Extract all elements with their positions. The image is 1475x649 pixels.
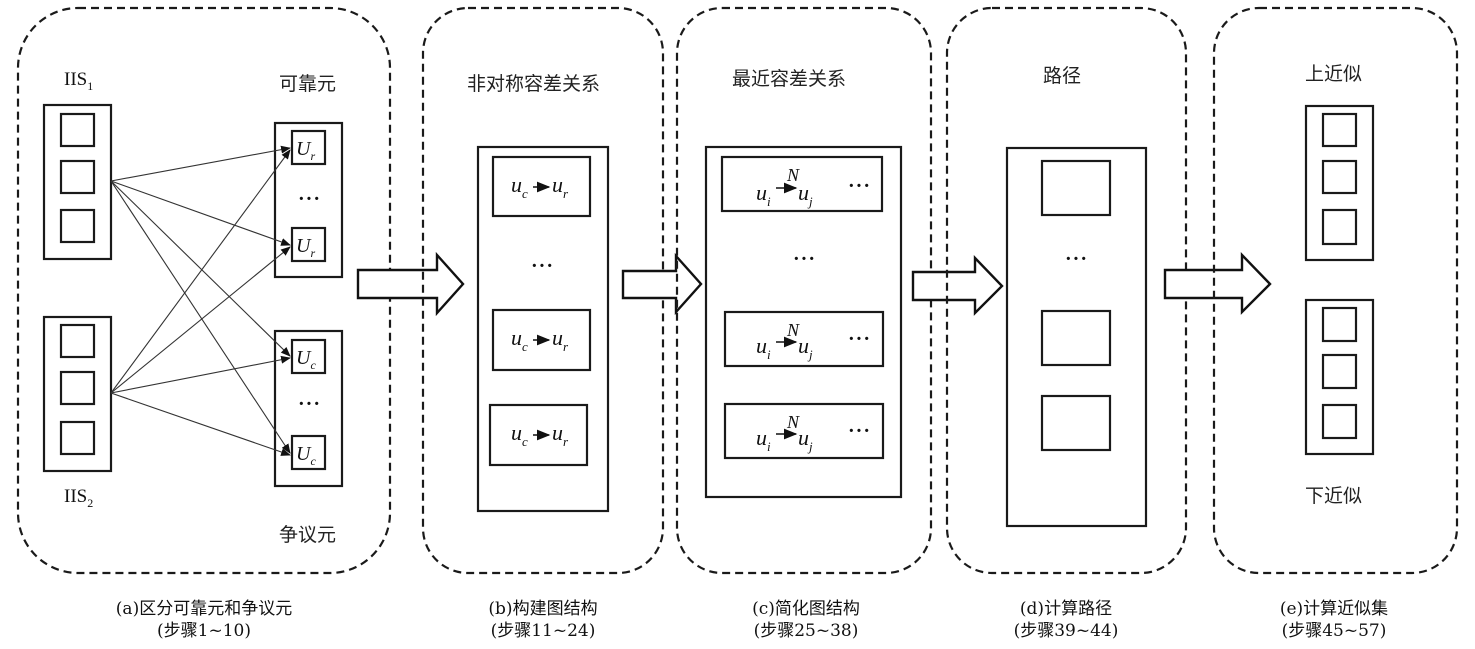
ellipsis: ··· <box>1065 248 1088 270</box>
object-square <box>1321 306 1358 343</box>
iis2-label: IIS2 <box>64 486 93 510</box>
edge-arrow <box>110 180 291 357</box>
object-square <box>1321 353 1358 390</box>
caption-b-steps: (步骤11~24) <box>491 621 596 641</box>
caption-c: (c)简化图结构 <box>752 599 860 619</box>
svg-text:···: ··· <box>848 175 871 197</box>
caption-e-steps: (步骤45~57) <box>1282 621 1387 641</box>
relation-box: uc ur <box>491 155 592 218</box>
panel-title: 非对称容差关系 <box>467 73 600 95</box>
svg-text:ui: ui <box>756 425 771 454</box>
object-square <box>1321 208 1358 246</box>
panel-title: 最近容差关系 <box>732 68 846 90</box>
svg-text:uj: uj <box>798 333 813 362</box>
path-node <box>1040 159 1112 217</box>
uc-label: Uc <box>296 347 316 372</box>
svg-text:N: N <box>786 412 800 432</box>
panel-title: 路径 <box>1043 65 1081 87</box>
object-square <box>1321 403 1358 440</box>
svg-text:ur: ur <box>552 420 569 449</box>
flow-arrow <box>356 251 465 317</box>
edge-arrow <box>110 180 291 454</box>
svg-text:uc: uc <box>511 420 528 449</box>
panel-a: IIS1 IIS2 可靠元 争议元 Ur ··· Ur <box>16 6 392 575</box>
relation-box: uc ur <box>488 403 589 467</box>
iis1-object <box>59 159 96 195</box>
svg-text:N: N <box>786 165 800 185</box>
caption-d-steps: (步骤39~44) <box>1014 621 1119 641</box>
svg-text:uc: uc <box>511 325 528 354</box>
nearest-relation-box: N ui uj ··· <box>720 155 884 213</box>
reliable-element-label: 可靠元 <box>279 73 336 95</box>
ellipsis: ··· <box>793 248 816 270</box>
reliable-box: Ur ··· Ur <box>273 121 344 279</box>
caption-a-steps: (步骤1~10) <box>157 621 251 641</box>
svg-text:ui: ui <box>756 180 771 209</box>
ur-node <box>290 226 327 263</box>
panel-d: 路径 ··· <box>945 6 1188 575</box>
edge-arrow <box>110 392 291 456</box>
edge-arrow <box>110 180 291 246</box>
caption-b: (b)构建图结构 <box>488 599 597 619</box>
controversial-element-label: 争议元 <box>279 524 336 546</box>
captions: (a)区分可靠元和争议元 (步骤1~10) (b)构建图结构 (步骤11~24)… <box>116 599 1388 641</box>
svg-text:ur: ur <box>552 172 569 201</box>
iis1-object <box>59 112 96 148</box>
caption-c-steps: (步骤25~38) <box>754 621 859 641</box>
nearest-relation-box: N ui uj ··· <box>723 402 885 460</box>
lower-approximation-box <box>1304 298 1375 456</box>
svg-text:···: ··· <box>848 328 871 350</box>
iis1-label: IIS1 <box>64 69 93 93</box>
ellipsis: ··· <box>298 393 321 415</box>
iis2-object <box>59 420 96 456</box>
iis1-object <box>59 208 96 244</box>
caption-d: (d)计算路径 <box>1020 599 1112 619</box>
edge-arrow <box>110 355 291 394</box>
uc-node <box>290 338 327 375</box>
ur-label: Ur <box>296 235 315 260</box>
uc-label: Uc <box>296 443 316 468</box>
iis2-object <box>59 370 96 406</box>
uc-node <box>290 434 327 471</box>
svg-text:···: ··· <box>848 420 871 442</box>
ellipsis: ··· <box>531 255 554 277</box>
lower-approximation-label: 下近似 <box>1305 485 1362 507</box>
object-square <box>1321 159 1358 195</box>
svg-text:uj: uj <box>798 425 813 454</box>
edge-arrow <box>110 149 291 394</box>
controversial-box: Uc ··· Uc <box>273 329 344 488</box>
flow-arrow <box>911 255 1004 316</box>
svg-text:ur: ur <box>552 325 569 354</box>
panel-c: 最近容差关系 N ui uj ··· ··· N ui uj ··· N ui … <box>675 6 933 575</box>
ellipsis: ··· <box>298 188 321 210</box>
caption-e: (e)计算近似集 <box>1280 599 1388 619</box>
svg-text:uc: uc <box>511 172 528 201</box>
iis2-box <box>42 315 113 473</box>
upper-approximation-box <box>1304 104 1375 262</box>
path-node <box>1040 309 1112 367</box>
ur-node <box>290 129 327 166</box>
panel-b: 非对称容差关系 uc ur ··· uc ur uc ur <box>421 6 665 575</box>
svg-text:uj: uj <box>798 180 813 209</box>
upper-approximation-label: 上近似 <box>1305 63 1362 85</box>
object-square <box>1321 112 1358 148</box>
nearest-relation-box: N ui uj ··· <box>723 310 885 368</box>
svg-text:N: N <box>786 320 800 340</box>
iis2-object <box>59 323 96 359</box>
caption-a: (a)区分可靠元和争议元 <box>116 599 292 619</box>
edge-arrow <box>110 246 291 394</box>
panel-e-border <box>1212 6 1459 575</box>
svg-text:ui: ui <box>756 333 771 362</box>
relation-box: uc ur <box>491 308 592 372</box>
edges <box>110 145 291 456</box>
path-node <box>1040 394 1112 452</box>
edge-arrow <box>110 145 291 182</box>
ur-label: Ur <box>296 138 315 163</box>
panel-e: 上近似 下近似 <box>1212 6 1459 575</box>
iis1-box <box>42 103 113 261</box>
flow-arrow <box>1163 252 1272 315</box>
